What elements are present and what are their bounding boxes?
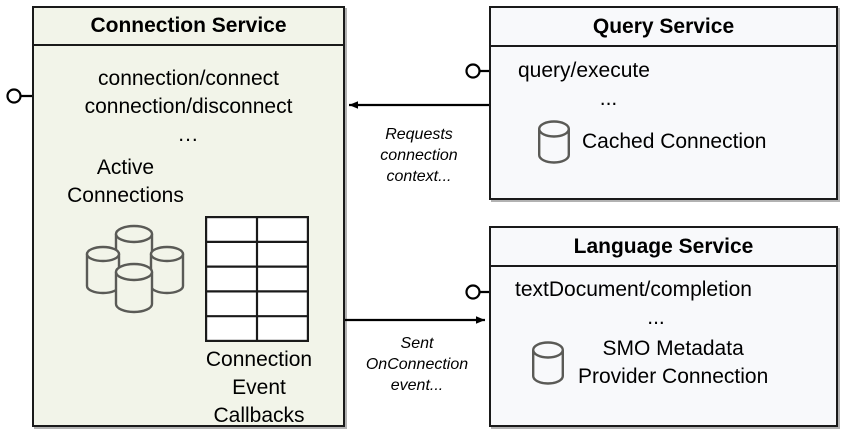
- language-service-body: textDocument/completion ... SMO Metadata…: [491, 267, 836, 425]
- query-service-body: query/execute ... Cached Connection: [491, 47, 836, 198]
- edge-label-sent-line2: OnConnection: [365, 356, 469, 373]
- callbacks-label-line1: Connection: [205, 348, 313, 371]
- query-service-title: Query Service: [491, 8, 836, 47]
- component-language-service[interactable]: Language Service textDocument/completion…: [489, 226, 838, 427]
- table-grid-icon: [205, 216, 309, 342]
- database-cylinder-icon: [537, 120, 571, 164]
- component-query-service[interactable]: Query Service query/execute ... Cached C…: [489, 6, 838, 200]
- smo-label-line1: SMO Metadata: [602, 337, 744, 360]
- connection-service-body: connection/connect connection/disconnect…: [34, 46, 343, 427]
- edge-label-requests-line1: Requests: [385, 126, 453, 143]
- language-service-title: Language Service: [491, 228, 836, 267]
- callbacks-label-line3: Callbacks: [213, 404, 305, 427]
- smo-metadata-provider-label: SMO Metadata Provider Connection: [578, 335, 768, 391]
- component-connection-service[interactable]: Connection Service connection/connect co…: [32, 6, 345, 427]
- connection-service-ellipsis: ...: [178, 123, 199, 146]
- edge-label-sent-line3: event...: [390, 377, 444, 394]
- cached-connection-row: Cached Connection: [537, 119, 766, 165]
- connection-service-operations: connection/connect connection/disconnect…: [34, 65, 343, 149]
- cached-connection-label: Cached Connection: [582, 130, 767, 153]
- edge-label-requests-line2: connection: [380, 147, 458, 164]
- edge-label-sent-line1: Sent: [400, 335, 434, 352]
- smo-metadata-provider-row: SMO Metadata Provider Connection: [531, 335, 768, 391]
- edge-label-requests-line3: context...: [386, 168, 452, 185]
- operation-query-execute: query/execute: [518, 59, 650, 82]
- operation-connection-connect: connection/connect: [98, 67, 279, 90]
- edge-label-requests-connection-context: Requests connection context...: [355, 124, 483, 187]
- database-cluster-icon: [85, 224, 185, 314]
- language-service-ellipsis: ...: [647, 306, 665, 329]
- operation-textdocument-completion: textDocument/completion: [515, 278, 752, 301]
- smo-label-line2: Provider Connection: [578, 365, 769, 388]
- connection-event-callbacks-label: Connection Event Callbacks: [184, 346, 334, 430]
- active-connections-label-line2: Connections: [67, 184, 184, 207]
- operation-connection-disconnect: connection/disconnect: [84, 95, 293, 118]
- active-connections-label-line1: Active: [96, 156, 155, 179]
- edge-label-sent-onconnection-event: Sent OnConnection event...: [350, 333, 484, 396]
- callbacks-label-line2: Event: [232, 376, 286, 399]
- query-service-ellipsis: ...: [599, 87, 618, 110]
- database-cylinder-icon: [531, 341, 565, 385]
- active-connections-label: Active Connections: [48, 154, 203, 210]
- connection-service-title: Connection Service: [34, 8, 343, 46]
